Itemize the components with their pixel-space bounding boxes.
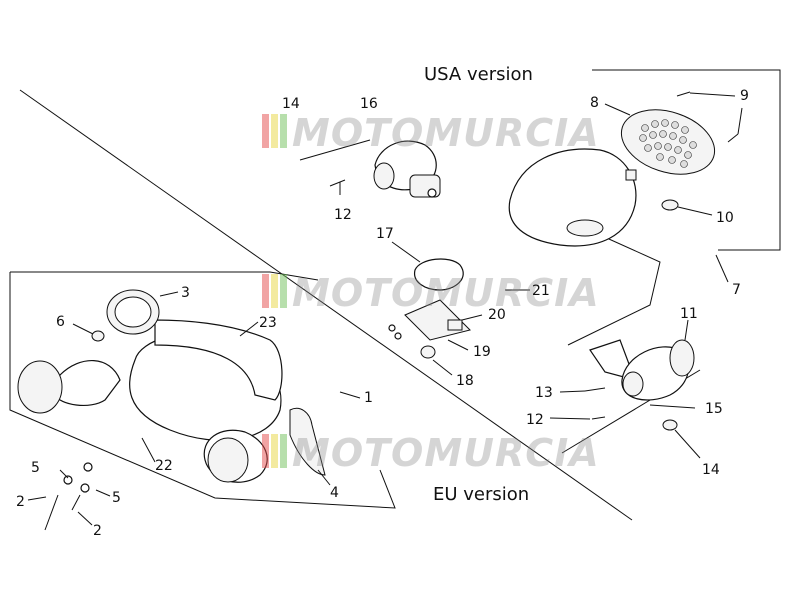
callout-21: 21	[532, 283, 550, 299]
usa-turn-signal-lower	[584, 339, 695, 431]
usa-version-label: USA version	[424, 64, 533, 85]
watermark-bottom: MOTOMURCIA	[262, 431, 600, 475]
callout-2-right: 2	[93, 523, 102, 539]
callout-12-top: 12	[334, 207, 352, 223]
callout-11: 11	[680, 306, 698, 322]
watermark-middle: MOTOMURCIA	[262, 271, 600, 315]
callout-18: 18	[456, 373, 474, 389]
usa-lower-guide	[567, 234, 661, 346]
callout-14-top: 14	[282, 96, 300, 112]
callout-7: 7	[732, 282, 741, 298]
screws-9	[676, 91, 739, 143]
usa-left-guide	[299, 139, 371, 161]
callout-5-right: 5	[112, 490, 121, 506]
callout-1: 1	[364, 390, 373, 406]
leader-lines	[27, 92, 743, 526]
callout-12-bottom: 12	[526, 412, 544, 428]
callout-17: 17	[376, 226, 394, 242]
watermark-top: MOTOMURCIA	[262, 111, 600, 155]
callout-3: 3	[181, 285, 190, 301]
eu-box-top	[10, 271, 319, 281]
watermark-text-top: MOTOMURCIA	[292, 111, 600, 155]
eu-version-label: EU version	[433, 484, 529, 505]
callout-23: 23	[259, 315, 277, 331]
callout-15: 15	[705, 401, 723, 417]
callout-5-left: 5	[31, 460, 40, 476]
callout-4: 4	[330, 485, 339, 501]
center-bracket-group	[388, 258, 471, 359]
callout-8: 8	[590, 95, 599, 111]
callout-9: 9	[740, 88, 749, 104]
watermark-text-middle: MOTOMURCIA	[292, 271, 600, 315]
watermark-text-bottom: MOTOMURCIA	[292, 431, 600, 475]
eu-box-frame	[9, 272, 396, 509]
callout-2-left: 2	[16, 494, 25, 510]
callout-22: 22	[155, 458, 173, 474]
callout-20: 20	[488, 307, 506, 323]
eu-rear-assembly	[17, 289, 326, 531]
usa-tail-lamp	[508, 109, 716, 247]
callout-10: 10	[716, 210, 734, 226]
usa-box-frame	[592, 69, 781, 251]
bulb-10	[661, 199, 679, 211]
callout-13: 13	[535, 385, 553, 401]
callout-6: 6	[56, 314, 65, 330]
callout-19: 19	[473, 344, 491, 360]
callout-14-bottom: 14	[702, 462, 720, 478]
version-divider-line	[19, 89, 633, 521]
callout-16: 16	[360, 96, 378, 112]
usa-turn-signal-upper	[329, 140, 441, 198]
